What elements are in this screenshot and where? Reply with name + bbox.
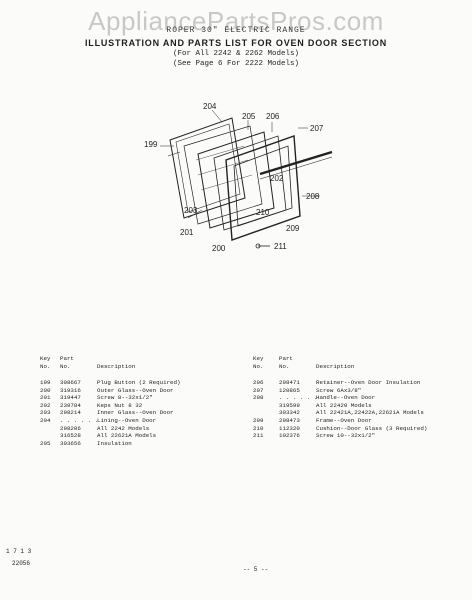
oven-door-drawing (160, 109, 333, 249)
header-title: ILLUSTRATION AND PARTS LIST FOR OVEN DOO… (84, 38, 388, 48)
header-line-4: (See Page 6 For 2222 Models) (172, 60, 300, 68)
table-row: 316528 All 22621A Models (60, 432, 157, 440)
table-row: 319599 All 22420 Models (279, 401, 372, 409)
callout-201: 201 (180, 228, 194, 237)
callout-209: 209 (286, 224, 300, 233)
callout-204: 204 (203, 102, 217, 111)
table-row: 204. . . . . .Lining--Oven Door (40, 416, 157, 424)
watermark: AppliancePartsPros.com (88, 6, 384, 36)
callout-210: 210 (256, 208, 270, 217)
callout-208: 208 (306, 192, 320, 201)
table-row: 303342 All 22421A,22422A,22621A Models (279, 409, 424, 417)
callout-205: 205 (242, 112, 256, 121)
table-row: 298206 All 2242 Models (60, 424, 150, 432)
insulation-panel (183, 125, 263, 225)
header-line-3: (For All 2242 & 2262 Models) (172, 50, 300, 58)
door-frame (225, 135, 301, 241)
description-header: Description (316, 362, 355, 370)
callout-206: 206 (266, 112, 280, 121)
header-line-1: ROPER 30" ELECTRIC RANGE (166, 26, 306, 35)
callout-207: 207 (310, 124, 324, 133)
callout-211: 211 (274, 242, 287, 251)
callout-200: 200 (212, 244, 226, 253)
handle (259, 150, 333, 176)
description-header: Description (97, 362, 136, 370)
page-number: -- 5 -- (243, 566, 269, 573)
table-row: 208. . . . . .Handle--Oven Door (253, 394, 376, 402)
door-lining (169, 117, 246, 219)
footer-code-1: 1 7 1 3 (6, 548, 32, 555)
callout-199: 199 (144, 140, 158, 149)
callout-202: 202 (270, 174, 284, 183)
exploded-diagram: 204 205 206 207 199 202 208 203 210 201 … (140, 100, 360, 260)
footer-code-2: 22056 (12, 560, 31, 567)
callout-203: 203 (184, 206, 198, 215)
inner-glass (197, 131, 275, 229)
